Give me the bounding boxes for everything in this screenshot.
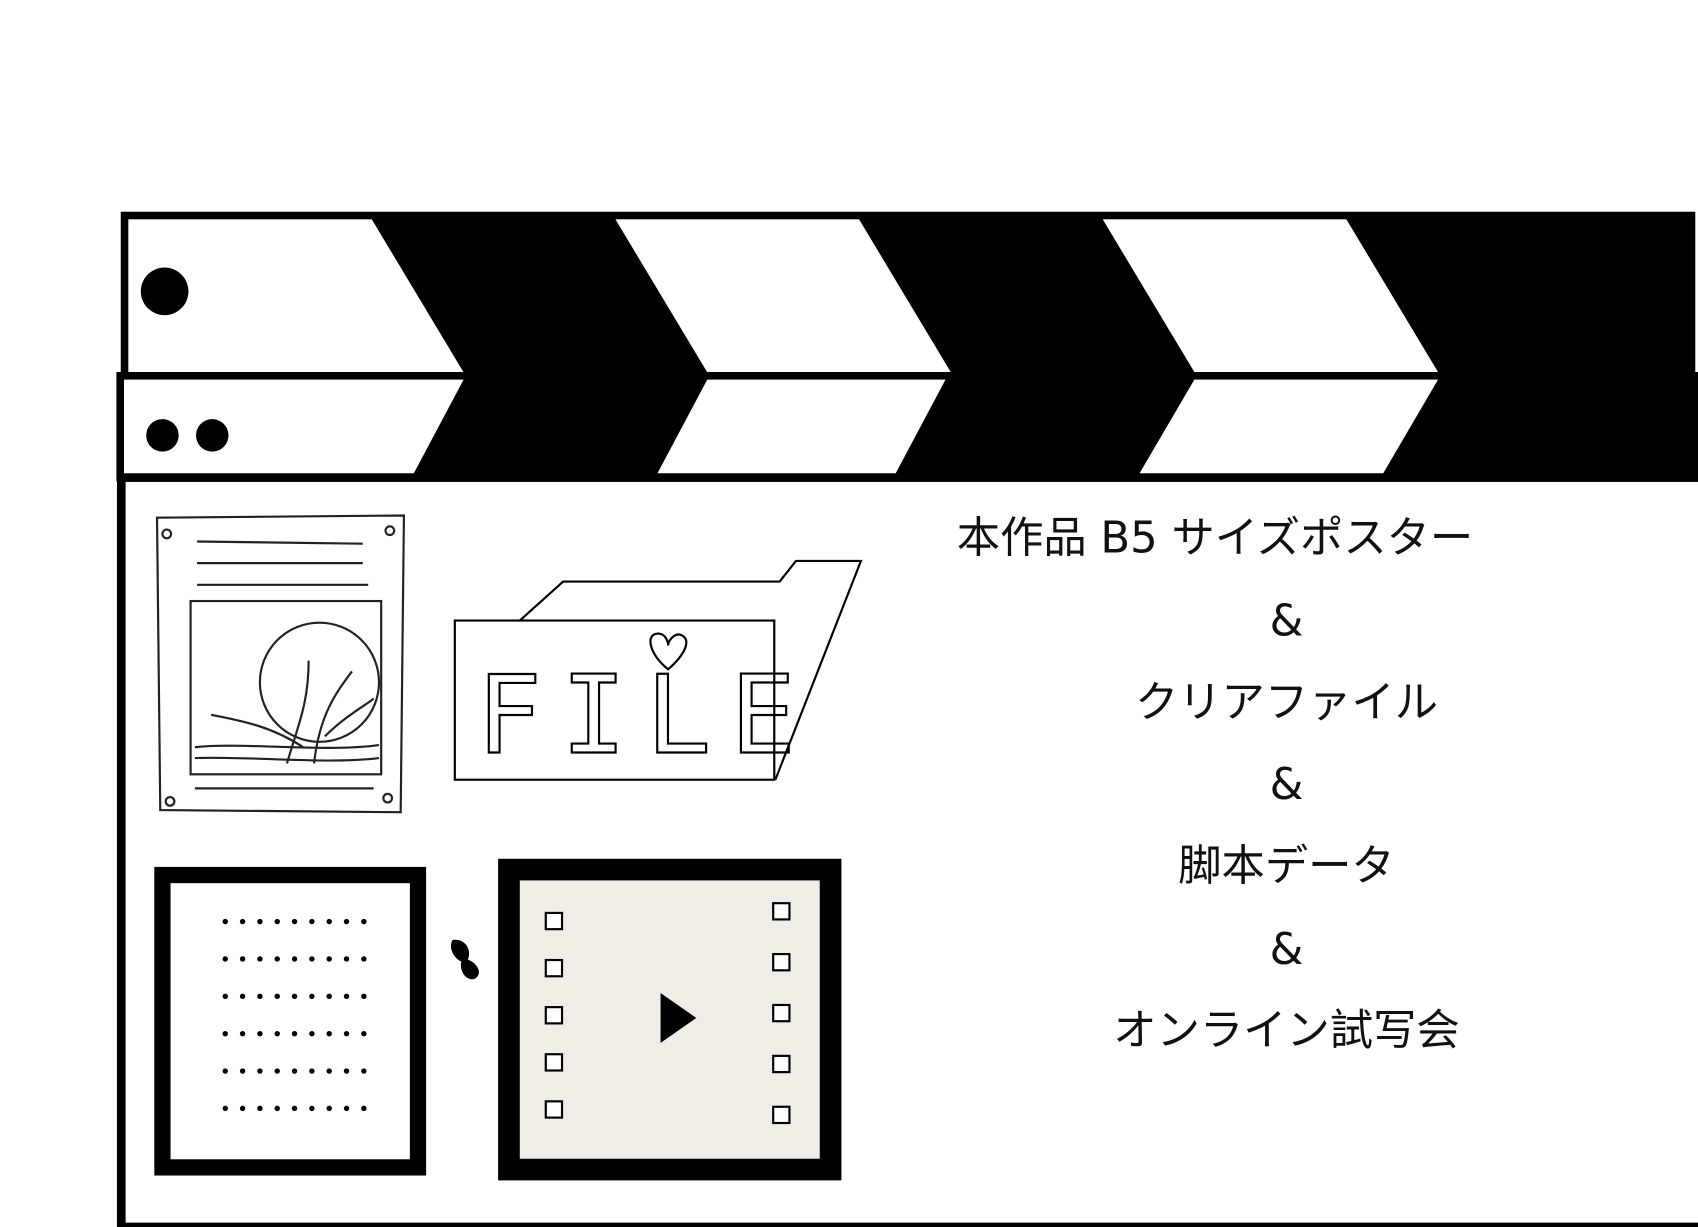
script-icon: [154, 866, 427, 1176]
dot: [239, 1105, 246, 1112]
dot: [343, 993, 350, 1000]
dot: [239, 1068, 246, 1074]
dot: [291, 1030, 298, 1037]
prize-list: 本作品 B5 サイズポスター & クリアファイル & 脚本データ & オンライン…: [957, 513, 1473, 1056]
pen-nib-icon: [450, 939, 479, 980]
dot: [343, 1068, 350, 1074]
dot: [222, 993, 228, 1000]
list-line: 本作品 B5 サイズポスター: [957, 513, 1473, 563]
sprocket-hole: [772, 902, 791, 921]
dot: [274, 1105, 280, 1112]
dot: [343, 1105, 350, 1112]
dot: [274, 1030, 280, 1037]
list-separator: &: [1270, 760, 1304, 810]
dot: [361, 1068, 367, 1074]
dot: [291, 918, 298, 925]
dot: [274, 993, 280, 1000]
sprocket-hole: [544, 1100, 564, 1119]
dot: [291, 1068, 298, 1074]
dot: [343, 918, 350, 925]
dot: [257, 956, 263, 962]
dot: [291, 956, 298, 962]
dot: [274, 956, 280, 962]
sprocket-hole: [544, 1006, 564, 1025]
list-line: 脚本データ: [1178, 841, 1394, 891]
sprocket-hole: [544, 958, 564, 978]
dot: [326, 918, 332, 925]
dot: [222, 1030, 228, 1037]
clapper-bottom-stick: [116, 372, 1698, 482]
dot: [326, 1105, 332, 1112]
list-separator: &: [1270, 925, 1304, 975]
heart-icon: [649, 632, 688, 671]
film-play-icon[interactable]: [498, 858, 842, 1181]
list-separator: &: [1270, 597, 1304, 647]
dot: [257, 1105, 263, 1112]
dot: [274, 918, 280, 925]
dot: [361, 918, 367, 925]
dot: [222, 918, 228, 925]
poster-icon: [155, 514, 406, 814]
dot: [222, 956, 228, 962]
dot: [309, 993, 315, 1000]
sprocket-hole: [544, 1053, 564, 1072]
dot: [222, 1068, 228, 1074]
sprocket-hole: [544, 911, 564, 931]
dot: [309, 1105, 315, 1112]
dot: [257, 918, 263, 925]
dot: [343, 956, 350, 962]
hinge-dot-icon: [140, 267, 189, 316]
dot: [326, 956, 332, 962]
dot: [291, 993, 298, 1000]
dot: [239, 993, 246, 1000]
dot: [291, 1105, 298, 1112]
dot: [239, 918, 246, 925]
dot: [309, 1030, 315, 1037]
sprocket-hole: [772, 1105, 791, 1125]
list-line: クリアファイル: [1135, 678, 1438, 728]
dot: [361, 956, 367, 962]
dot: [257, 993, 263, 1000]
dot: [309, 1068, 315, 1074]
dot: [326, 993, 332, 1000]
dot: [361, 1105, 367, 1112]
dot: [326, 1030, 332, 1037]
dot: [257, 1068, 263, 1074]
dot: [274, 1068, 280, 1074]
hinge-dot-icon: [196, 419, 229, 452]
list-line: オンライン試写会: [1113, 1006, 1459, 1056]
dot: [361, 1030, 367, 1037]
dot: [326, 1068, 332, 1074]
clapper-top-stick: [120, 211, 1696, 380]
sprocket-hole: [772, 1003, 791, 1023]
dot: [309, 956, 315, 962]
dot: [239, 956, 246, 962]
hinge-dot-icon: [146, 419, 179, 452]
dot: [309, 918, 315, 925]
dot: [257, 1030, 263, 1037]
sprocket-hole: [772, 1054, 791, 1074]
folder-icon: FILE: [453, 559, 863, 781]
file-label: FILE: [476, 652, 815, 779]
play-icon[interactable]: [660, 993, 697, 1043]
sprocket-hole: [772, 952, 791, 972]
dot: [343, 1030, 350, 1037]
dot: [222, 1105, 228, 1112]
dot: [361, 993, 367, 1000]
dot: [239, 1030, 246, 1037]
